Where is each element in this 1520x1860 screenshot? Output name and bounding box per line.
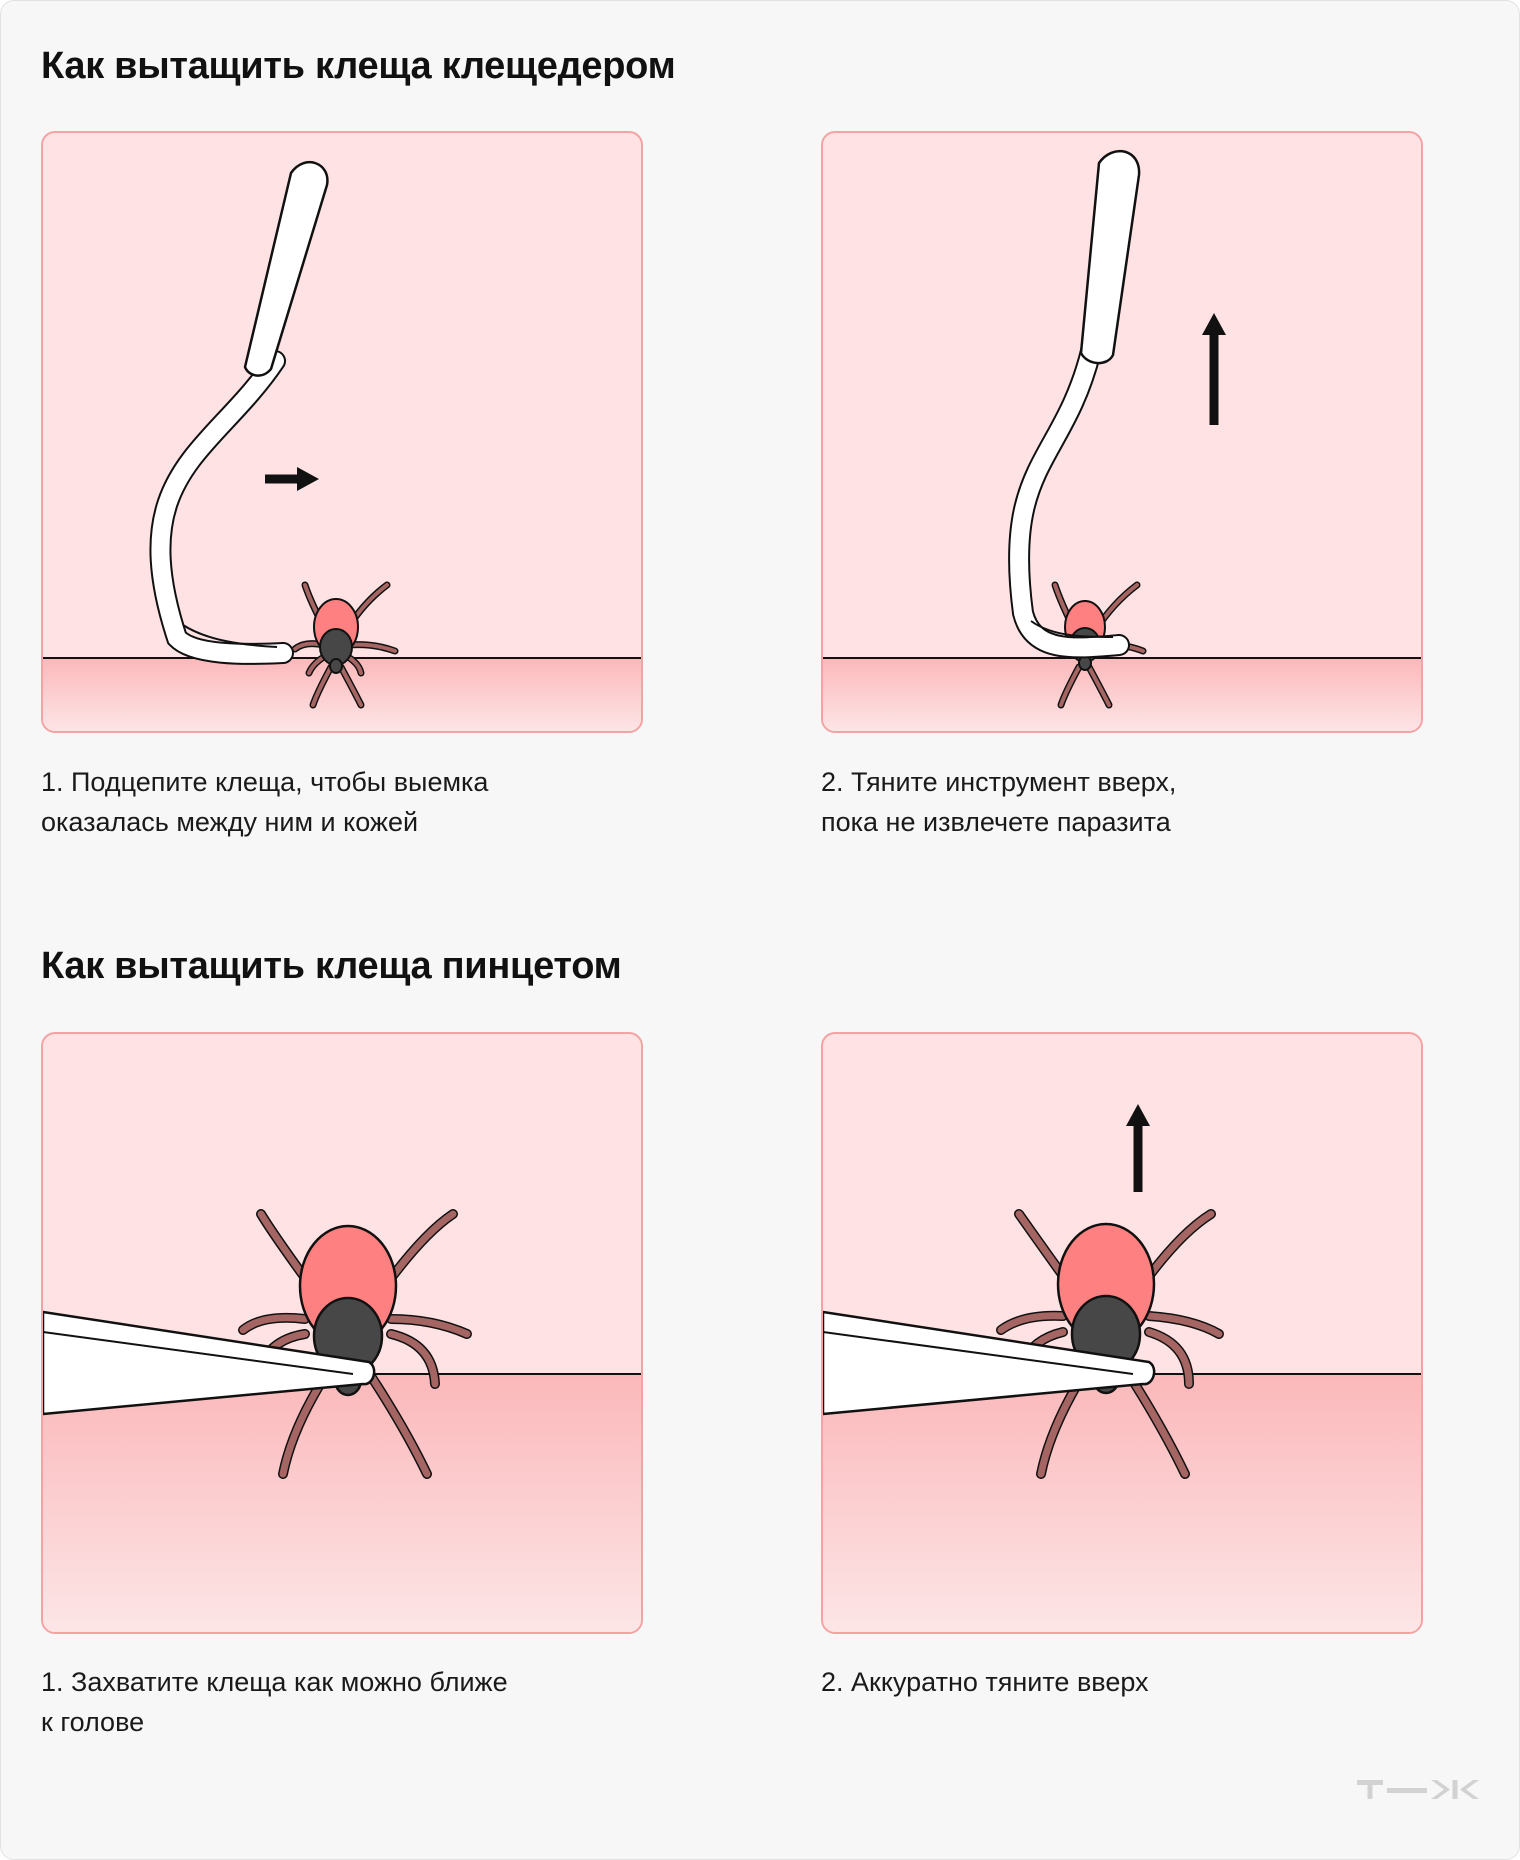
up-arrow-icon xyxy=(1202,313,1226,425)
right-arrow-icon xyxy=(265,467,319,491)
caption-line: к голове xyxy=(41,1707,145,1737)
caption-line: 1. Захватите клеща как можно ближе xyxy=(41,1667,508,1697)
caption-remover-step-1: 1. Подцепите клеща, чтобы выемка оказала… xyxy=(41,762,641,842)
caption-line: пока не извлечете паразита xyxy=(821,807,1171,837)
caption-tweezers-step-2: 2. Аккуратно тяните вверх xyxy=(821,1662,1421,1702)
illustration-panel-remover-step-2 xyxy=(821,131,1423,733)
caption-remover-step-2: 2. Тяните инструмент вверх, пока не извл… xyxy=(821,762,1421,842)
caption-line: 2. Аккуратно тяните вверх xyxy=(821,1667,1149,1697)
illustration-panel-tweezers-step-2 xyxy=(821,1032,1423,1634)
tzh-logo xyxy=(1357,1780,1479,1799)
illustration-panel-remover-step-1 xyxy=(41,131,643,733)
skin-layer xyxy=(823,1374,1421,1632)
skin-layer xyxy=(43,1374,641,1632)
section-title-tweezers: Как вытащить клеща пинцетом xyxy=(41,945,622,987)
tick-small xyxy=(291,581,399,709)
illustration-panel-tweezers-step-1 xyxy=(41,1032,643,1634)
tweezers-tool xyxy=(823,1310,1156,1416)
tweezers-tool xyxy=(43,1310,376,1416)
tick-large xyxy=(996,1209,1224,1479)
caption-line: 1. Подцепите клеща, чтобы выемка xyxy=(41,767,489,797)
tick-remover-tool xyxy=(149,161,329,665)
tick-remover-tool xyxy=(1008,149,1141,659)
section-title-tick-remover: Как вытащить клеща клещедером xyxy=(41,45,676,87)
caption-line: оказалась между ним и кожей xyxy=(41,807,419,837)
caption-tweezers-step-1: 1. Захватите клеща как можно ближе к гол… xyxy=(41,1662,641,1742)
up-arrow-icon xyxy=(1126,1104,1150,1192)
caption-line: 2. Тяните инструмент вверх, xyxy=(821,767,1177,797)
skin-layer xyxy=(823,658,1421,731)
